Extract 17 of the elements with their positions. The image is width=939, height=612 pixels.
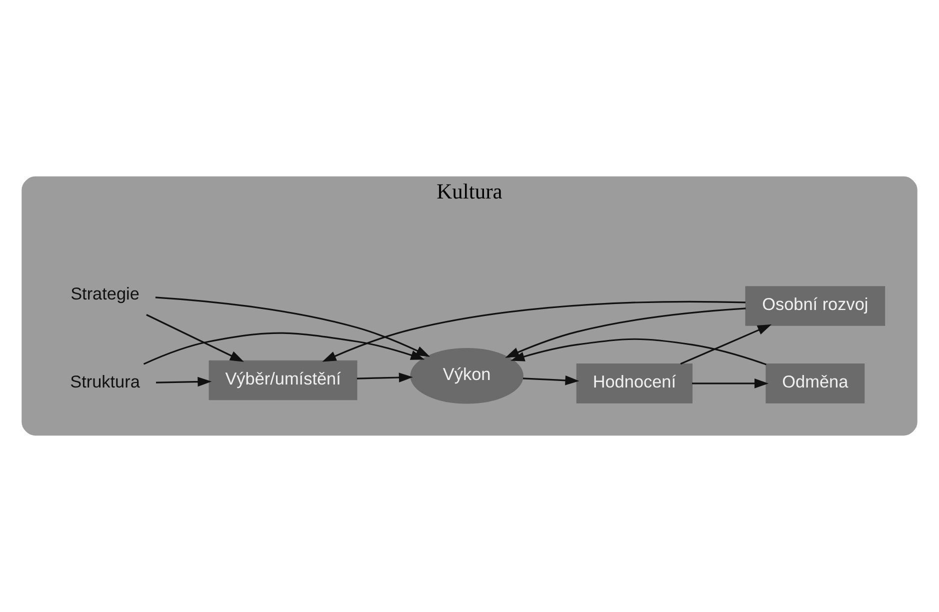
node-box: Odměna bbox=[766, 364, 865, 404]
arrow bbox=[510, 338, 766, 366]
arrow bbox=[146, 314, 244, 362]
node-box: Výběr/umístění bbox=[208, 360, 358, 400]
node-box: Hodnocení bbox=[576, 364, 693, 404]
arrow bbox=[692, 378, 768, 388]
arrow bbox=[322, 300, 746, 362]
arrow bbox=[156, 376, 212, 387]
arrow bbox=[680, 324, 772, 365]
node-box: Osobní rozvoj bbox=[745, 286, 886, 326]
node-text: Strategie bbox=[70, 283, 140, 304]
node-text: Struktura bbox=[70, 372, 140, 392]
arrow bbox=[356, 372, 413, 382]
arrow bbox=[155, 296, 430, 357]
arrow bbox=[143, 332, 425, 365]
arrow bbox=[505, 308, 746, 358]
arrow bbox=[522, 375, 580, 386]
